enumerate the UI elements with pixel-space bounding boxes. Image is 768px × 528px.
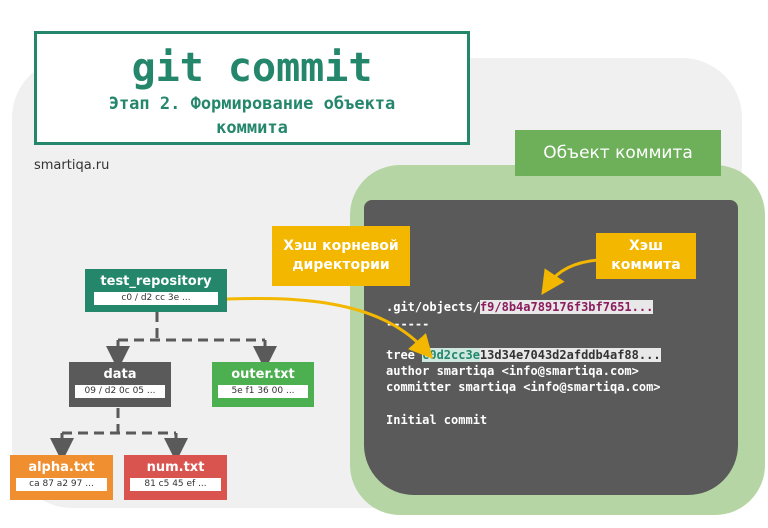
commit-object-label: Объект коммита: [515, 130, 721, 176]
committer-line: committer smartiqa <info@smartiqa.com>: [386, 380, 661, 394]
author-line: author smartiqa <info@smartiqa.com>: [386, 364, 639, 378]
node-hash: 5e f1 36 00 ...: [218, 385, 308, 398]
tree-line: tree c0d2cc3e13d34e7043d2afddb4af88...: [386, 348, 661, 362]
node-hash: ca 87 a2 97 ...: [16, 478, 107, 491]
tree-connectors: [50, 312, 277, 462]
tree-label: tree: [386, 348, 423, 362]
commit-hash: f9/8b4a789176f3bf7651...: [479, 300, 654, 314]
object-path-prefix: .git/objects/: [386, 300, 480, 314]
node-test-repository[interactable]: test_repository c0 / d2 cc 3e ...: [85, 269, 227, 312]
node-hash: c0 / d2 cc 3e ...: [93, 292, 219, 305]
title-box: git commit Этап 2. Формирование объекта …: [34, 31, 470, 145]
node-name: outer.txt: [231, 367, 295, 382]
tree-hash-highlight: c0d2cc3e: [422, 348, 480, 362]
node-hash: 81 c5 45 ef ...: [130, 478, 221, 491]
subtitle-line-2: коммита: [216, 118, 288, 138]
commit-callout-line-2: коммита: [611, 257, 681, 273]
node-name: test_repository: [100, 274, 212, 289]
node-outer-txt[interactable]: outer.txt 5e f1 36 00 ...: [212, 362, 314, 407]
commit-message: Initial commit: [386, 413, 488, 427]
tree-hash: c0d2cc3e13d34e7043d2afddb4af88...: [422, 348, 661, 362]
commit-hash-callout: Хэш коммита: [596, 233, 696, 279]
node-name: alpha.txt: [28, 460, 95, 475]
node-name: data: [103, 367, 137, 382]
commit-callout-line-1: Хэш: [629, 238, 663, 254]
root-callout-line-1: Хэш корневой: [283, 238, 399, 254]
subtitle-line-1: Этап 2. Формирование объекта: [108, 94, 396, 114]
node-name: num.txt: [146, 460, 205, 475]
node-alpha-txt[interactable]: alpha.txt ca 87 a2 97 ...: [10, 455, 113, 500]
page-title: git commit: [131, 45, 373, 91]
node-num-txt[interactable]: num.txt 81 c5 45 ef ...: [124, 455, 227, 500]
commit-hash-arrow: [541, 258, 599, 295]
root-hash-arrow: [204, 296, 434, 359]
root-hash-callout: Хэш корневой директории: [272, 226, 410, 286]
object-path-line: .git/objects/f9/8b4a789176f3bf7651...: [386, 300, 654, 314]
node-data[interactable]: data 09 / d2 0c 05 ...: [69, 362, 171, 407]
node-hash: 09 / d2 0c 05 ...: [75, 385, 165, 398]
site-label: smartiqa.ru: [34, 158, 110, 173]
root-callout-line-2: директории: [292, 257, 390, 273]
tree-hash-rest: 13d34e7043d2afddb4af88...: [479, 348, 661, 362]
